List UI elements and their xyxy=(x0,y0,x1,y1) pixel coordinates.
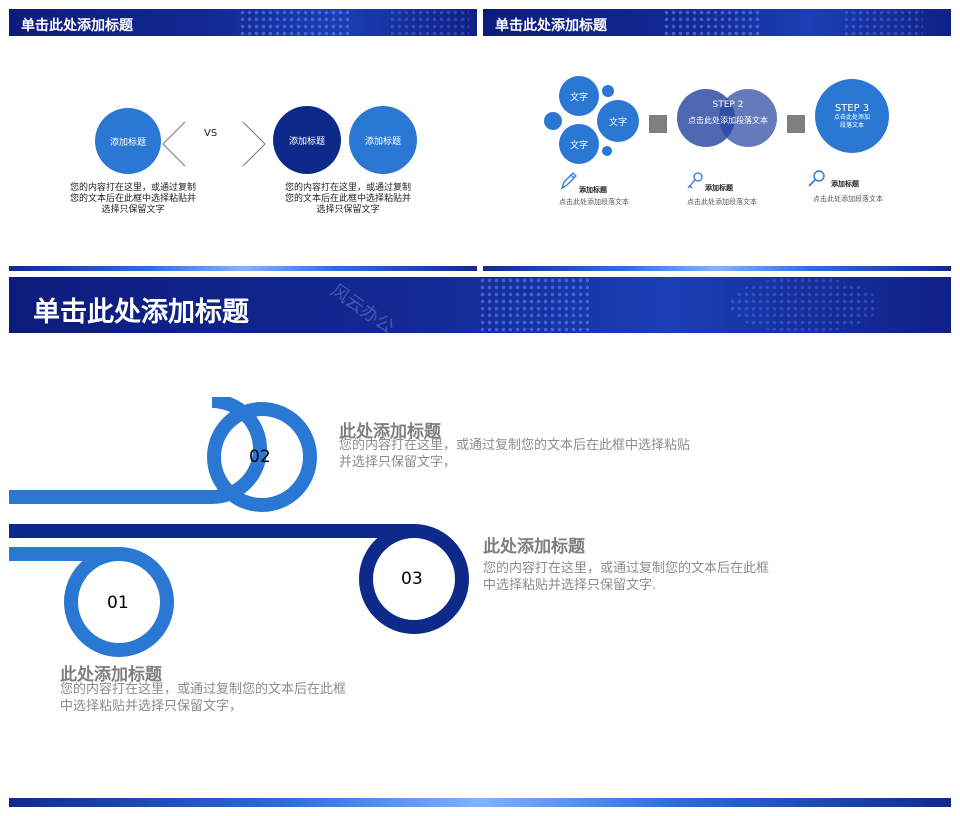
header-pattern xyxy=(729,277,879,333)
slide-header: 单击此处添加标题 xyxy=(483,9,951,36)
pencil-icon xyxy=(560,172,577,190)
step-title: 此处添加标题 xyxy=(60,665,162,685)
step-body: 您的内容打在这里，或通过复制您的文本后在此框中选择粘贴并选择只保留文字， xyxy=(339,438,691,470)
right-circle-label: 添加标题 xyxy=(364,136,401,147)
step-body: 您的内容打在这里，或通过复制您的文本后在此框中选择粘贴并选择只保留文字， xyxy=(60,682,347,714)
bubble-label: 文字 xyxy=(569,140,588,151)
step-title: 此处添加标题 xyxy=(483,537,585,557)
item-text: 点击此处添加段落文本 xyxy=(559,198,629,206)
header-pattern xyxy=(479,277,589,333)
step-number: 03 xyxy=(401,569,423,589)
header-pattern xyxy=(389,9,469,36)
slide-footer xyxy=(9,266,477,271)
step3-text: 点击此处添加段落文本 xyxy=(833,113,870,129)
step2-text: 点击此处添加段落文本 xyxy=(688,116,768,125)
step-title: 此处添加标题 xyxy=(339,422,441,442)
key-icon xyxy=(687,172,703,189)
slide-title: 单击此处添加标题 xyxy=(495,18,607,34)
vs-brackets xyxy=(162,121,266,167)
bubble-small xyxy=(544,112,562,130)
left-body-text: 您的内容打在这里，或通过复制您的文本后在此框中选择粘贴并选择只保留文字 xyxy=(69,183,196,215)
timeline-ribbon xyxy=(9,397,469,657)
connector-square xyxy=(787,115,805,133)
item-text: 点击此处添加段落文本 xyxy=(687,198,757,206)
header-pattern xyxy=(843,9,923,36)
item-title: 添加标题 xyxy=(579,186,607,194)
slide-footer xyxy=(483,266,951,271)
mid-circle: 添加标题 xyxy=(273,106,341,174)
bubble-tiny xyxy=(602,146,612,156)
watermark: 风云办公 xyxy=(326,279,398,339)
vs-label: VS xyxy=(204,128,218,139)
magnifier-icon xyxy=(808,170,825,187)
step3-label: STEP 3 xyxy=(834,102,870,114)
slide-title: 单击此处添加标题 xyxy=(21,18,133,34)
main-slide[interactable]: 单击此处添加标题 风云办公 02 03 01 此处添加标题 您的内容打在这里，或… xyxy=(9,277,951,807)
item-text: 点击此处添加段落文本 xyxy=(813,195,883,203)
left-circle: 添加标题 xyxy=(95,108,161,174)
step-number: 01 xyxy=(107,593,129,613)
bubble-text-2: 文字 xyxy=(597,100,639,142)
main-title: 单击此处添加标题 xyxy=(33,297,249,328)
bubble-label: 文字 xyxy=(608,117,627,128)
bubble-text-3: 文字 xyxy=(559,124,599,164)
header-pattern xyxy=(663,9,763,36)
main-footer xyxy=(9,798,951,807)
connector-square xyxy=(649,115,667,133)
item-title: 添加标题 xyxy=(705,184,733,192)
header-pattern xyxy=(239,9,349,36)
mid-circle-label: 添加标题 xyxy=(288,136,325,147)
step2-label: STEP 2 xyxy=(712,100,744,110)
bubble-text-1: 文字 xyxy=(559,76,599,116)
slide-thumbnail-steps[interactable]: 单击此处添加标题 文字 文字 文字 STEP 2 点击此处添加段落文本 STEP… xyxy=(483,9,951,271)
step-number: 02 xyxy=(249,447,271,467)
main-header: 单击此处添加标题 风云办公 xyxy=(9,277,951,338)
bubble-tiny xyxy=(602,85,614,97)
left-circle-label: 添加标题 xyxy=(109,137,146,148)
item-title: 添加标题 xyxy=(831,180,859,188)
bubble-label: 文字 xyxy=(569,92,588,103)
right-circle: 添加标题 xyxy=(349,106,417,174)
step3-circle: STEP 3 点击此处添加段落文本 xyxy=(815,79,889,153)
right-body-text: 您的内容打在这里，或通过复制您的文本后在此框中选择粘贴并选择只保留文字 xyxy=(284,183,411,215)
step-body: 您的内容打在这里，或通过复制您的文本后在此框中选择粘贴并选择只保留文字. xyxy=(483,561,770,593)
slide-thumbnail-vs[interactable]: 单击此处添加标题 添加标题 VS 添加标题 添加标题 您的内容打在这里，或通过复… xyxy=(9,9,477,271)
step2-circle-right xyxy=(719,89,777,147)
slide-header: 单击此处添加标题 xyxy=(9,9,477,36)
